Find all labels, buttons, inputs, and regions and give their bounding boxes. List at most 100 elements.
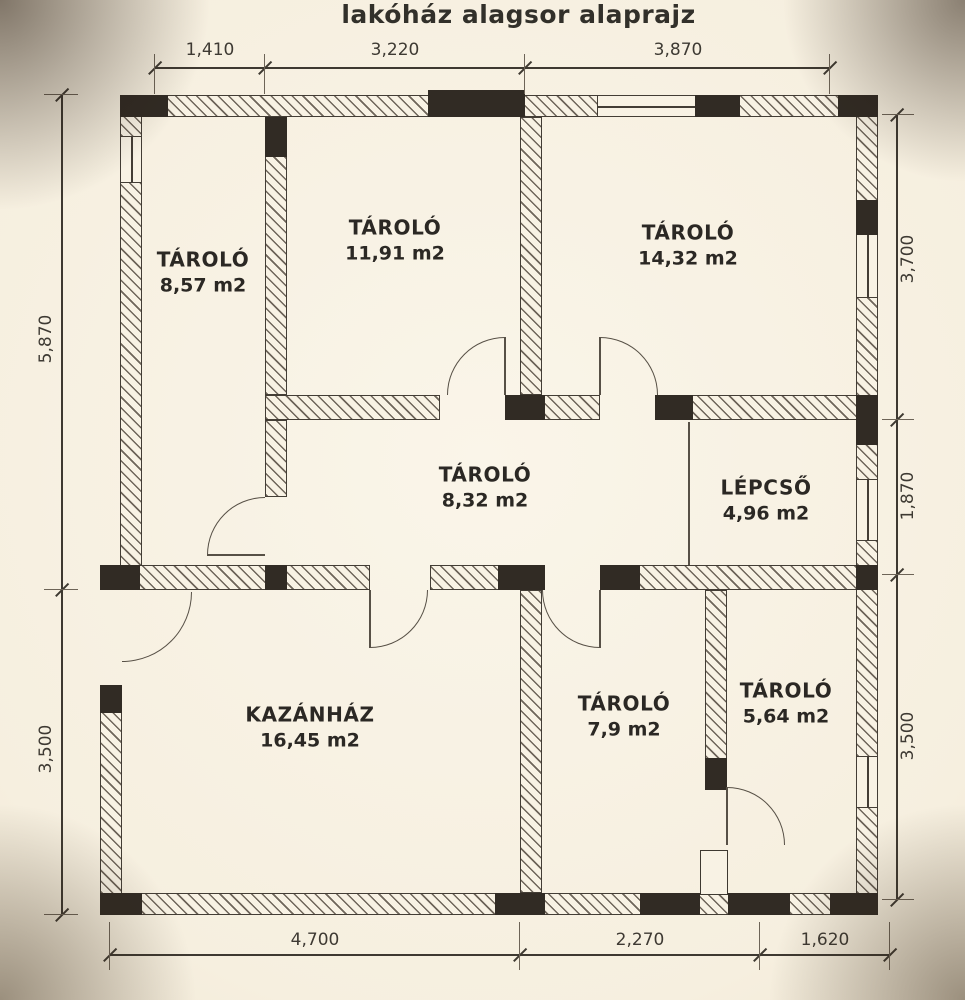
- door-arc: [600, 337, 658, 395]
- wall-segment: [100, 685, 122, 915]
- wall-solid-block: [640, 893, 700, 915]
- extension-line: [882, 114, 914, 115]
- wall-segment: [120, 182, 142, 590]
- wall-solid-block: [265, 117, 287, 157]
- extension-line: [154, 54, 155, 94]
- wall-solid-block: [495, 893, 545, 915]
- room-name: TÁROLÓ: [641, 220, 735, 245]
- wall-solid-block: [856, 565, 878, 590]
- extension-line: [519, 922, 520, 970]
- extension-line: [264, 54, 265, 94]
- room-name: KAZÁNHÁZ: [245, 702, 375, 727]
- wall-solid-block: [655, 395, 693, 420]
- dimension-label: 3,500: [898, 711, 918, 761]
- wall-solid-block: [693, 95, 740, 117]
- extension-line: [109, 922, 110, 970]
- room-area: 8,57 m2: [159, 274, 247, 297]
- dimension-label: 4,700: [290, 930, 340, 950]
- wall-segment: [130, 95, 598, 117]
- door-arc: [122, 592, 192, 662]
- door-leaf: [207, 554, 265, 556]
- door-arc: [727, 787, 785, 845]
- wall-segment: [520, 117, 542, 395]
- extension-line: [882, 419, 914, 420]
- room-label: TÁROLÓ 14,32 m2: [638, 221, 738, 270]
- window-opening: [856, 235, 878, 297]
- room-label: KAZÁNHÁZ 16,45 m2: [245, 703, 374, 752]
- wall-solid-block: [100, 685, 122, 713]
- wall-solid-block: [428, 90, 525, 117]
- wall-solid-block: [856, 200, 878, 235]
- door-leaf: [599, 590, 601, 648]
- door-arc: [207, 497, 265, 555]
- extension-line: [882, 574, 914, 575]
- wall-solid-block: [100, 893, 142, 915]
- wall-solid-block: [856, 395, 878, 445]
- extension-line: [889, 922, 890, 970]
- wall-segment: [265, 117, 287, 395]
- window-opening: [120, 137, 142, 182]
- door-arc: [370, 590, 428, 648]
- wall-solid-block: [728, 893, 790, 915]
- flue-box: [700, 850, 728, 895]
- stair-divider-line: [688, 422, 690, 565]
- door-leaf: [369, 590, 371, 648]
- extension-line: [44, 589, 78, 590]
- room-area: 14,32 m2: [638, 247, 738, 270]
- room-name: TÁROLÓ: [577, 691, 671, 716]
- room-name: TÁROLÓ: [739, 678, 833, 703]
- room-label: TÁROLÓ 5,64 m2: [740, 679, 833, 728]
- window-opening: [856, 757, 878, 807]
- room-label: TÁROLÓ 11,91 m2: [345, 216, 445, 265]
- extension-line: [44, 914, 78, 915]
- dimension-line: [155, 67, 830, 69]
- wall-segment: [265, 395, 440, 420]
- wall-solid-block: [505, 395, 545, 420]
- room-area: 4,96 m2: [722, 502, 810, 525]
- room-area: 8,32 m2: [441, 489, 529, 512]
- wall-segment: [520, 590, 542, 893]
- room-label: LÉPCSŐ 4,96 m2: [720, 476, 811, 525]
- dimension-line: [110, 954, 890, 956]
- dimension-label: 3,500: [36, 724, 56, 774]
- wall-segment: [100, 565, 370, 590]
- room-name: TÁROLÓ: [156, 247, 250, 272]
- extension-line: [524, 54, 525, 94]
- extension-line: [44, 94, 78, 95]
- wall-segment: [856, 297, 878, 480]
- room-name: TÁROLÓ: [348, 215, 442, 240]
- extension-line: [829, 54, 830, 94]
- wall-solid-block: [600, 565, 640, 590]
- room-label: TÁROLÓ 8,57 m2: [157, 248, 250, 297]
- room-area: 16,45 m2: [260, 729, 360, 752]
- door-arc: [542, 590, 600, 648]
- dimension-label: 5,870: [36, 314, 56, 364]
- wall-solid-block: [120, 95, 168, 117]
- wall-solid-block: [838, 95, 878, 117]
- dimension-label: 1,870: [898, 471, 918, 521]
- room-name: LÉPCSŐ: [720, 475, 812, 500]
- wall-solid-block: [265, 565, 287, 590]
- extension-line: [882, 899, 914, 900]
- dimension-label: 3,870: [653, 40, 703, 60]
- room-label: TÁROLÓ 7,9 m2: [578, 692, 671, 741]
- dimension-label: 1,410: [185, 40, 235, 60]
- dimension-label: 1,620: [800, 930, 850, 950]
- window-opening: [856, 480, 878, 540]
- room-area: 11,91 m2: [345, 242, 445, 265]
- door-arc: [447, 337, 505, 395]
- room-area: 7,9 m2: [587, 718, 661, 741]
- extension-line: [759, 922, 760, 970]
- room-label: TÁROLÓ 8,32 m2: [439, 463, 532, 512]
- door-leaf: [726, 787, 728, 845]
- wall-solid-block: [498, 565, 545, 590]
- wall-segment: [265, 420, 287, 497]
- door-leaf: [599, 337, 601, 395]
- wall-solid-block: [100, 565, 140, 590]
- page-title: lakóház alagsor alaprajz: [341, 0, 696, 29]
- room-area: 5,64 m2: [742, 705, 830, 728]
- wall-solid-block: [830, 893, 878, 915]
- wall-solid-block: [705, 758, 727, 790]
- room-name: TÁROLÓ: [438, 462, 532, 487]
